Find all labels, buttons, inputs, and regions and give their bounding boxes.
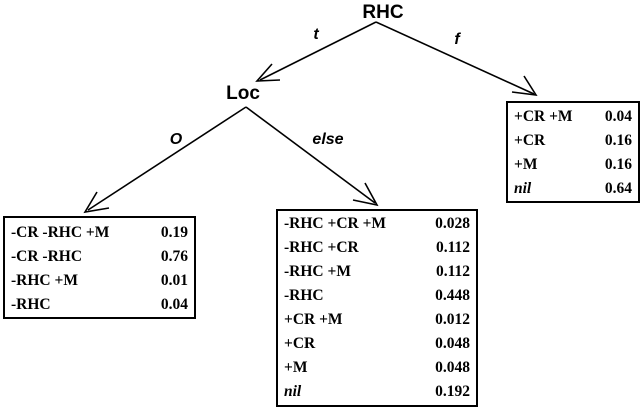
row-label: +M xyxy=(514,156,538,173)
table-row: -CR -RHC 0.76 xyxy=(5,245,194,269)
row-value: 0.048 xyxy=(435,359,470,376)
table-row: +CR +M 0.012 xyxy=(278,308,476,332)
row-value: 0.01 xyxy=(160,272,188,289)
row-label: -RHC xyxy=(284,287,324,304)
row-label: -RHC +CR xyxy=(284,239,359,256)
arrowhead-f-table xyxy=(511,75,538,97)
probability-table-f: +CR +M 0.04 +CR 0.16 +M 0.16 nil 0.64 xyxy=(506,101,640,203)
arrowhead-o-table xyxy=(83,191,110,214)
row-value: 0.76 xyxy=(160,248,188,265)
row-label: -RHC +M xyxy=(11,272,78,289)
arrowhead-else-table xyxy=(352,182,379,207)
row-label: nil xyxy=(514,180,532,197)
edge-root-to-f-table xyxy=(375,21,535,95)
table-row: -RHC 0.448 xyxy=(278,284,476,308)
row-value: 0.16 xyxy=(604,132,632,149)
root-node-label: RHC xyxy=(362,2,403,23)
row-value: 0.112 xyxy=(435,263,470,280)
row-label: nil xyxy=(284,383,302,400)
edge-loc-to-else-table xyxy=(245,106,376,204)
table-row: nil 0.64 xyxy=(508,177,638,201)
table-row: -CR -RHC +M 0.19 xyxy=(5,221,194,245)
edge-label-t: t xyxy=(313,26,319,43)
row-value: 0.112 xyxy=(435,239,470,256)
edge-label-o: O xyxy=(170,131,183,148)
table-row: -RHC 0.04 xyxy=(5,293,194,317)
row-value: 0.64 xyxy=(604,180,632,197)
row-label: -RHC +CR +M xyxy=(284,215,387,232)
row-label: -RHC +M xyxy=(284,263,351,280)
row-value: 0.16 xyxy=(604,156,632,173)
row-value: 0.04 xyxy=(160,296,188,313)
edge-label-f: f xyxy=(454,31,461,48)
edge-root-to-loc xyxy=(259,21,377,81)
row-label: +CR xyxy=(284,335,316,352)
row-value: 0.192 xyxy=(435,383,470,400)
probability-table-else: -RHC +CR +M 0.028 -RHC +CR 0.112 -RHC +M… xyxy=(276,209,478,407)
table-row: nil 0.192 xyxy=(278,380,476,404)
table-row: -RHC +CR 0.112 xyxy=(278,236,476,260)
row-label: +CR xyxy=(514,132,546,149)
edge-label-else: else xyxy=(312,131,343,148)
row-value: 0.04 xyxy=(604,108,632,125)
probability-table-o: -CR -RHC +M 0.19 -CR -RHC 0.76 -RHC +M 0… xyxy=(3,216,196,319)
table-row: +CR 0.16 xyxy=(508,129,638,153)
table-row: +M 0.048 xyxy=(278,356,476,380)
table-row: -RHC +CR +M 0.028 xyxy=(278,212,476,236)
table-row: -RHC +M 0.112 xyxy=(278,260,476,284)
row-value: 0.448 xyxy=(435,287,470,304)
table-row: +CR +M 0.04 xyxy=(508,105,638,129)
row-label: -CR -RHC xyxy=(11,248,83,265)
row-label: +CR +M xyxy=(284,311,343,328)
row-value: 0.048 xyxy=(435,335,470,352)
loc-node-label: Loc xyxy=(226,83,260,104)
arrowhead-loc xyxy=(255,63,281,82)
row-label: +CR +M xyxy=(514,108,573,125)
edge-loc-to-o-table xyxy=(87,106,247,211)
table-row: +M 0.16 xyxy=(508,153,638,177)
row-value: 0.012 xyxy=(435,311,470,328)
row-value: 0.19 xyxy=(160,224,188,241)
row-label: -RHC xyxy=(11,296,51,313)
row-value: 0.028 xyxy=(435,215,470,232)
table-row: -RHC +M 0.01 xyxy=(5,269,194,293)
row-label: -CR -RHC +M xyxy=(11,224,110,241)
table-row: +CR 0.048 xyxy=(278,332,476,356)
row-label: +M xyxy=(284,359,308,376)
